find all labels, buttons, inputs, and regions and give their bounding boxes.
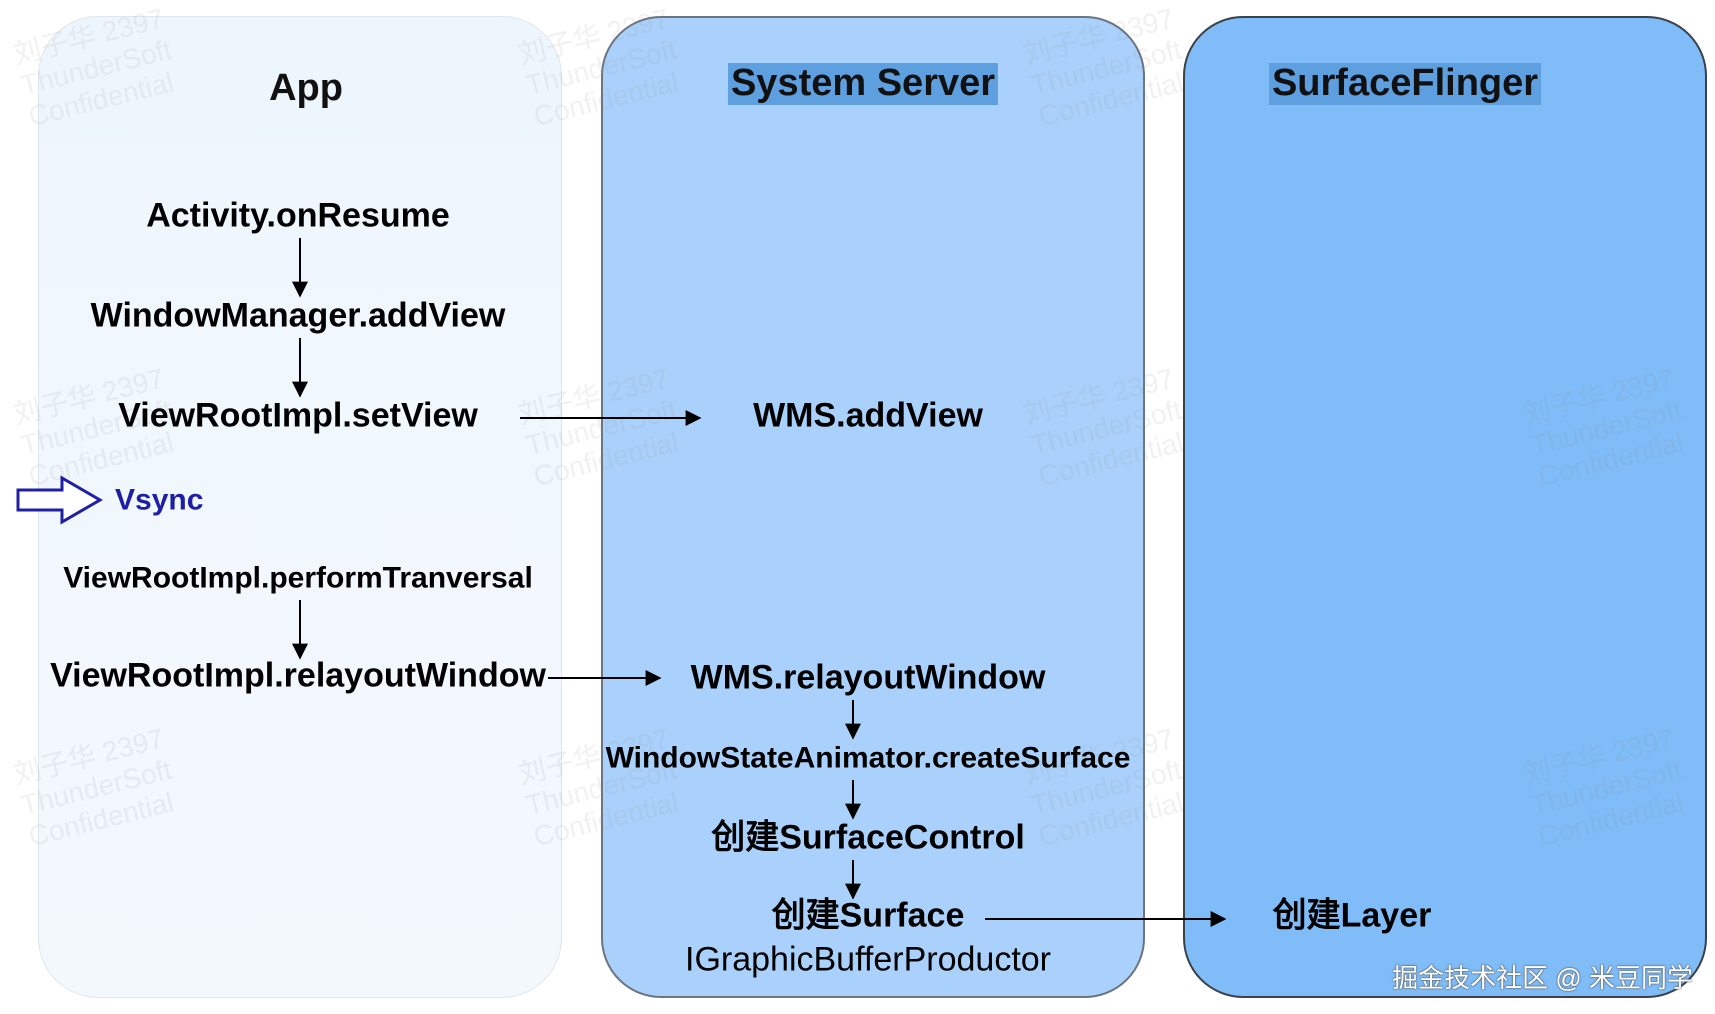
- node-create-surface: 创建Surface: [771, 896, 965, 935]
- node-vsync: Vsync: [115, 483, 204, 517]
- node-wms-relayoutwindow: WMS.relayoutWindow: [690, 658, 1046, 697]
- lane-system-server: [601, 16, 1145, 998]
- node-viewrootimpl-performtraversal: ViewRootImpl.performTranversal: [63, 561, 533, 595]
- node-create-surfacecontrol: 创建SurfaceControl: [711, 818, 1025, 857]
- vsync-arrow-icon: [16, 475, 103, 525]
- node-activity-onresume: Activity.onResume: [146, 196, 450, 235]
- lane-surfaceflinger: [1183, 16, 1707, 998]
- lane-title-app: App: [269, 67, 343, 109]
- node-igraphicbufferproductor: IGraphicBufferProductor: [685, 940, 1051, 979]
- lane-title-system-server: System Server: [727, 62, 999, 105]
- footer-credit: 掘金技术社区 @ 米豆同学: [1392, 963, 1693, 993]
- node-windowstateanimator-createsurface: WindowStateAnimator.createSurface: [605, 741, 1131, 775]
- node-viewrootimpl-setview: ViewRootImpl.setView: [118, 396, 478, 435]
- node-viewrootimpl-relayoutwindow: ViewRootImpl.relayoutWindow: [50, 656, 546, 695]
- lane-app: [38, 16, 562, 998]
- node-wms-addview: WMS.addView: [753, 396, 983, 435]
- lane-title-surfaceflinger: SurfaceFlinger: [1268, 62, 1542, 105]
- node-create-layer: 创建Layer: [1272, 896, 1432, 935]
- node-windowmanager-addview: WindowManager.addView: [90, 296, 506, 335]
